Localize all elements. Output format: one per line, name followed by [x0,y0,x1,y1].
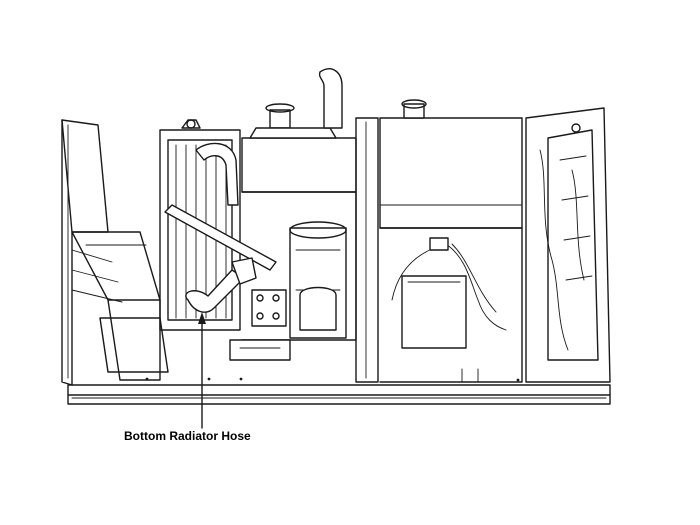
exhaust-stack [318,68,343,129]
callout-label: Bottom Radiator Hose [124,429,251,443]
base-frame [67,368,611,405]
mounting-bracket [229,289,291,361]
fuel-tank [379,99,523,229]
support-strut [164,204,277,271]
radiator [159,119,241,331]
engine-block [241,103,357,341]
left-end-panel [61,119,123,386]
center-post [355,117,379,383]
filter-canister [289,221,347,339]
bottom-radiator-hose [185,257,257,313]
control-panel [525,107,611,383]
upper-radiator-hose [195,142,239,206]
callout-leader [198,312,206,429]
lower-right-compartment [379,227,523,383]
